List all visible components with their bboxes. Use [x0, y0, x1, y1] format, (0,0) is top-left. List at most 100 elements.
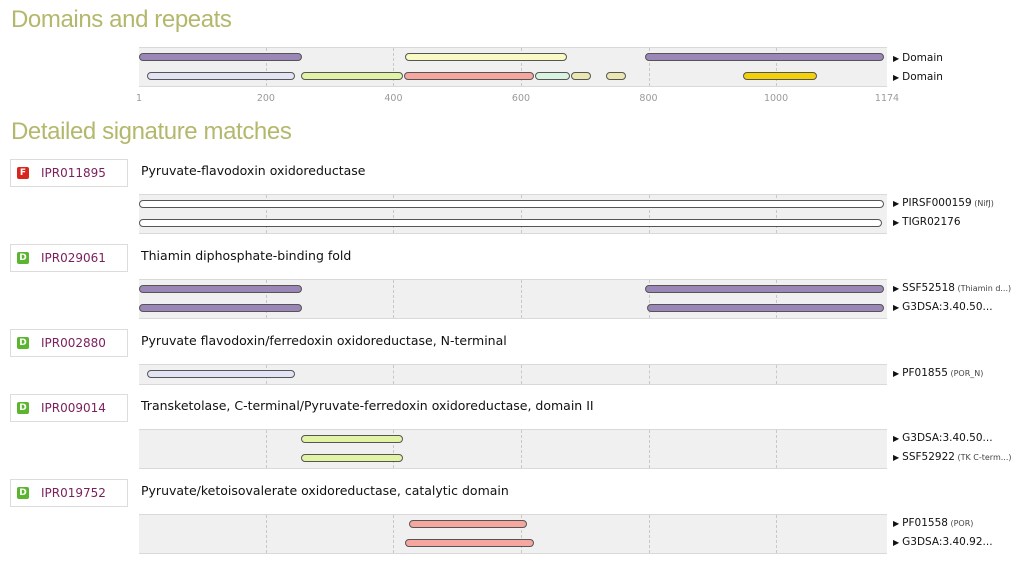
- signature-bar[interactable]: [139, 285, 302, 293]
- expand-arrow-icon: ▶: [893, 434, 900, 443]
- signature-label[interactable]: ▶G3DSA:3.40.50...: [893, 432, 993, 445]
- signature-bar[interactable]: [647, 304, 885, 312]
- entry-accession-box: D IPR019752: [10, 479, 128, 507]
- domains-row-label[interactable]: ▶Domain: [893, 71, 943, 83]
- gridline: [648, 48, 650, 86]
- gridline: [265, 430, 267, 468]
- signature-bar[interactable]: [409, 520, 528, 528]
- domains-row-label[interactable]: ▶Domain: [893, 52, 943, 64]
- signature-id: PF01558: [902, 517, 948, 529]
- gridline: [776, 48, 778, 86]
- gridline: [265, 195, 267, 233]
- axis-tick-label: 1174: [874, 93, 900, 104]
- signature-bar[interactable]: [139, 219, 882, 227]
- axis-tick-label: 400: [384, 93, 403, 104]
- domain-badge-icon: D: [17, 337, 29, 349]
- expand-arrow-icon: ▶: [893, 199, 900, 208]
- domain-bar[interactable]: [742, 72, 817, 80]
- signature-bar[interactable]: [147, 370, 296, 378]
- gridline: [648, 195, 650, 233]
- signature-id: PF01855: [902, 367, 948, 379]
- gridline: [776, 280, 778, 318]
- entry-accession-link[interactable]: IPR009014: [41, 401, 106, 415]
- expand-arrow-icon: ▶: [893, 369, 900, 378]
- domain-bar[interactable]: [300, 72, 403, 80]
- signature-label[interactable]: ▶PF01855 (POR_N): [893, 367, 983, 380]
- entry-accession-link[interactable]: IPR011895: [41, 166, 106, 180]
- gridline: [776, 430, 778, 468]
- signature-id: G3DSA:3.40.50...: [902, 432, 993, 444]
- signature-bar[interactable]: [300, 454, 403, 462]
- axis-tick-label: 800: [639, 93, 658, 104]
- expand-arrow-icon: ▶: [893, 73, 900, 82]
- gridline: [648, 280, 650, 318]
- gridline: [648, 515, 650, 553]
- signature-id: PIRSF000159: [902, 197, 972, 209]
- signature-id: G3DSA:3.40.50...: [902, 301, 993, 313]
- domain-badge-icon: D: [17, 252, 29, 264]
- gridline: [393, 515, 395, 553]
- axis-tick-label: 1: [135, 93, 143, 104]
- domain-bar[interactable]: [605, 72, 627, 80]
- entry-accession-link[interactable]: IPR029061: [41, 251, 106, 265]
- entry-name: Transketolase, C-terminal/Pyruvate-ferre…: [141, 398, 594, 413]
- signature-bar[interactable]: [404, 539, 534, 547]
- entry-name: Pyruvate flavodoxin/ferredoxin oxidoredu…: [141, 333, 507, 348]
- signature-label[interactable]: ▶SSF52922 (TK C-term...): [893, 451, 1012, 464]
- entry-accession-box: D IPR002880: [10, 329, 128, 357]
- signature-track: [139, 279, 887, 319]
- domain-bar[interactable]: [147, 72, 296, 80]
- entry-name: Pyruvate/ketoisovalerate oxidoreductase,…: [141, 483, 509, 498]
- gridline: [393, 365, 395, 384]
- entry-accession-box: D IPR029061: [10, 244, 128, 272]
- signature-bar[interactable]: [300, 435, 403, 443]
- gridline: [393, 195, 395, 233]
- signature-short-name: (NifJ): [971, 199, 994, 208]
- signature-label[interactable]: ▶TIGR02176: [893, 216, 961, 229]
- signature-bar[interactable]: [139, 304, 302, 312]
- expand-arrow-icon: ▶: [893, 453, 900, 462]
- domain-bar[interactable]: [645, 53, 885, 61]
- expand-arrow-icon: ▶: [893, 519, 900, 528]
- signature-label[interactable]: ▶G3DSA:3.40.92...: [893, 536, 993, 549]
- signature-id: G3DSA:3.40.92...: [902, 536, 993, 548]
- signature-label[interactable]: ▶G3DSA:3.40.50...: [893, 301, 993, 314]
- expand-arrow-icon: ▶: [893, 538, 900, 547]
- signature-matches-heading: Detailed signature matches: [11, 118, 292, 145]
- domain-bar[interactable]: [535, 72, 571, 80]
- position-axis: 1 200 400 600 800 1000 1174: [135, 93, 899, 107]
- signature-id: SSF52518: [902, 282, 955, 294]
- domain-bar[interactable]: [404, 53, 567, 61]
- signature-label[interactable]: ▶SSF52518 (Thiamin d...): [893, 282, 1011, 295]
- axis-tick-label: 200: [256, 93, 275, 104]
- entry-accession-link[interactable]: IPR002880: [41, 336, 106, 350]
- gridline: [393, 280, 395, 318]
- signature-short-name: (TK C-term...): [954, 453, 1012, 462]
- entry-name: Pyruvate-flavodoxin oxidoreductase: [141, 163, 366, 178]
- domain-bar[interactable]: [570, 72, 592, 80]
- expand-arrow-icon: ▶: [893, 303, 900, 312]
- signature-short-name: (Thiamin d...): [954, 284, 1012, 293]
- signature-short-name: (POR_N): [947, 369, 984, 378]
- signature-label[interactable]: ▶PIRSF000159 (NifJ): [893, 197, 994, 210]
- gridline: [393, 430, 395, 468]
- domain-bar[interactable]: [139, 53, 302, 61]
- signature-label[interactable]: ▶PF01558 (POR): [893, 517, 973, 530]
- gridline: [265, 280, 267, 318]
- entry-accession-link[interactable]: IPR019752: [41, 486, 106, 500]
- gridline: [776, 515, 778, 553]
- axis-tick-label: 600: [511, 93, 531, 104]
- signature-id: SSF52922: [902, 451, 955, 463]
- gridline: [520, 365, 522, 384]
- gridline: [648, 365, 650, 384]
- gridline: [520, 430, 522, 468]
- signature-bar[interactable]: [645, 285, 885, 293]
- gridline: [265, 515, 267, 553]
- signature-track: [139, 364, 887, 385]
- signature-bar[interactable]: [139, 200, 885, 208]
- domains-track: [139, 47, 887, 87]
- signature-track: [139, 514, 887, 554]
- domain-badge-icon: D: [17, 487, 29, 499]
- domain-bar[interactable]: [404, 72, 534, 80]
